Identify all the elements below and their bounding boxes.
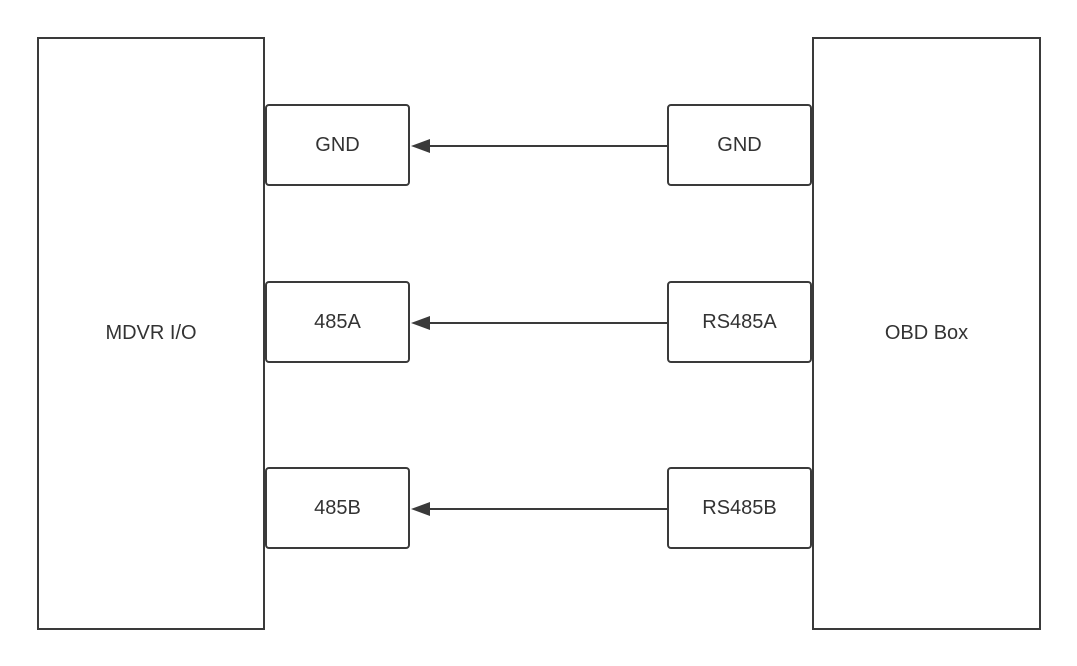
obd-pin-rs485b-label: RS485B [702,496,777,519]
mdvr-io-label: MDVR I/O [105,322,197,344]
mdvr-pin-485b-label: 485B [314,496,361,519]
mdvr-pin-485a: 485A [265,281,410,363]
obd-pin-rs485b: RS485B [667,467,812,549]
mdvr-pin-485b: 485B [265,467,410,549]
obd-pin-rs485a: RS485A [667,281,812,363]
mdvr-io-block: MDVR I/O [37,37,265,630]
mdvr-pin-gnd: GND [265,104,410,186]
mdvr-pin-gnd-label: GND [315,133,360,156]
obd-pin-rs485a-label: RS485A [702,310,777,333]
arrowhead-485a [411,316,430,330]
mdvr-pin-485a-label: 485A [314,310,361,333]
obd-pin-gnd-label: GND [717,133,762,156]
obd-box-block: OBD Box [812,37,1041,630]
obd-pin-gnd: GND [667,104,812,186]
arrowhead-485b [411,502,430,516]
arrowhead-gnd [411,139,430,153]
obd-box-label: OBD Box [884,322,969,344]
